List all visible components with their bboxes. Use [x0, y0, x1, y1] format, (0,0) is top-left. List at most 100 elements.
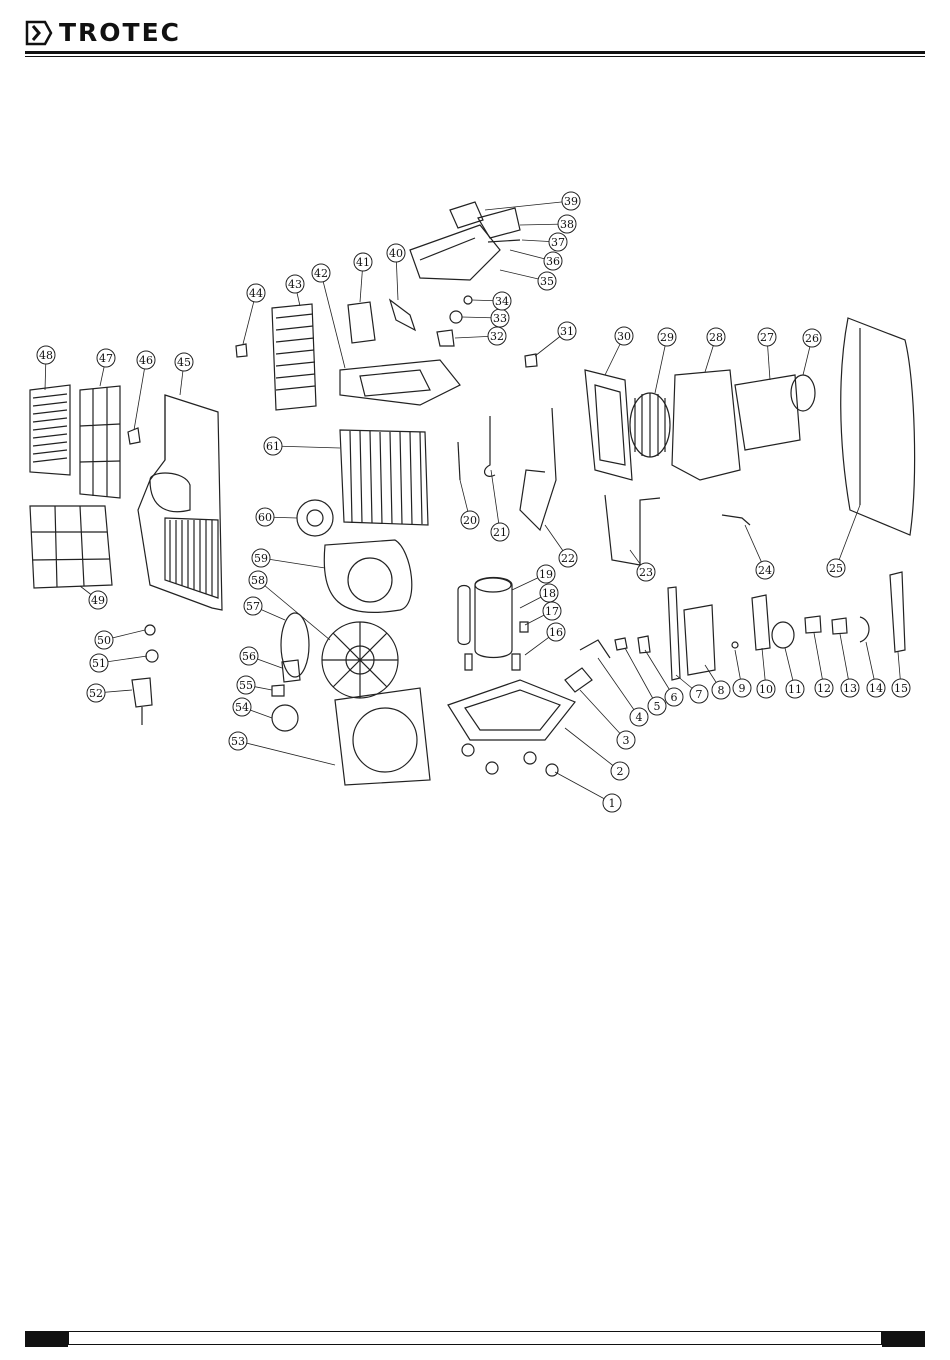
callout-number: 5: [654, 700, 661, 713]
callout-28: 28: [705, 328, 725, 372]
callout-number: 36: [546, 255, 560, 268]
callout-60: 60: [256, 508, 297, 526]
callout-number: 23: [639, 566, 653, 579]
part-drawing-front-panel: [841, 318, 915, 535]
part-drawing-display-board: [390, 300, 415, 330]
callout-32: 32: [455, 327, 506, 345]
part-drawing-blower-housing: [672, 370, 740, 480]
callout-37: 37: [522, 233, 567, 251]
part-drawing-grille: [30, 385, 70, 475]
brand-name: TROTEC: [59, 20, 181, 46]
part-drawing-fan-motor: [297, 500, 333, 536]
callout-27: 27: [758, 328, 776, 380]
callout-21: 21: [491, 470, 509, 541]
callout-17: 17: [525, 602, 561, 625]
callout-number: 44: [249, 287, 263, 300]
part-drawing-cable-24: [722, 515, 750, 525]
part-drawing-part-9: [732, 642, 738, 648]
part-drawing-condenser: [340, 430, 428, 525]
callout-number: 49: [91, 594, 105, 607]
callout-number: 32: [490, 330, 504, 343]
part-drawing-small-motor: [282, 660, 300, 682]
part-drawing-control-board: [348, 302, 375, 343]
leader-line: [580, 690, 626, 740]
part-drawing-top-chassis: [340, 360, 460, 405]
part-drawing-bar-7: [668, 587, 680, 680]
part-drawing-capillary: [485, 416, 495, 476]
callout-39: 39: [485, 192, 580, 210]
page-header: TROTEC: [0, 0, 950, 60]
callout-43: 43: [286, 275, 304, 306]
callout-number: 2: [617, 765, 624, 778]
part-drawing-part-13: [832, 618, 847, 634]
callout-number: 48: [39, 349, 53, 362]
callout-number: 14: [869, 682, 883, 695]
callout-number: 42: [314, 267, 328, 280]
callout-40: 40: [387, 244, 405, 300]
callout-number: 33: [493, 312, 507, 325]
header-rule-thick: [25, 51, 925, 54]
footer-bar: [68, 1331, 882, 1345]
part-drawing-filter-frame: [80, 386, 120, 498]
part-drawing-gear: [272, 705, 298, 731]
callout-number: 21: [493, 526, 507, 539]
callout-number: 56: [242, 650, 256, 663]
callout-number: 50: [97, 634, 111, 647]
leader-line: [625, 648, 657, 706]
callout-number: 25: [829, 562, 843, 575]
part-drawing-compressor: [458, 578, 512, 658]
callout-number: 61: [266, 440, 280, 453]
callout-10: 10: [757, 648, 775, 698]
callout-number: 43: [288, 278, 302, 291]
brand-logo: TROTEC: [25, 20, 181, 46]
callout-56: 56: [240, 647, 282, 668]
callout-48: 48: [37, 346, 55, 390]
callout-number: 28: [709, 331, 723, 344]
chevron-right-icon: [25, 20, 53, 46]
callout-30: 30: [605, 327, 633, 375]
callout-31: 31: [535, 322, 576, 356]
callout-number: 10: [759, 683, 773, 696]
callout-54: 54: [233, 698, 272, 718]
callout-61: 61: [264, 437, 340, 455]
leader-line: [134, 360, 146, 430]
callout-11: 11: [785, 648, 804, 698]
callout-number: 18: [542, 587, 556, 600]
page-footer: [25, 1331, 925, 1347]
callout-number: 40: [389, 247, 403, 260]
callout-number: 11: [788, 683, 802, 696]
part-drawing-capacitor: [772, 622, 794, 648]
leader-line: [261, 558, 325, 568]
callout-13: 13: [840, 634, 859, 697]
part-drawing-scroll-housing: [324, 540, 412, 612]
part-drawing-motor-26: [791, 375, 815, 411]
callout-33: 33: [462, 309, 509, 327]
callout-number: 27: [760, 331, 774, 344]
callout-number: 46: [139, 354, 153, 367]
callout-number: 54: [235, 701, 249, 714]
callout-52: 52: [87, 684, 132, 702]
callout-34: 34: [472, 292, 511, 310]
part-drawing-part-50: [145, 625, 155, 635]
callout-46: 46: [134, 351, 155, 430]
callout-number: 16: [549, 626, 563, 639]
part-drawing-duct: [735, 375, 800, 450]
callout-number: 6: [671, 691, 678, 704]
callout-number: 45: [177, 356, 191, 369]
part-drawing-pump: [565, 668, 592, 692]
leader-line: [565, 728, 620, 771]
callout-number: 57: [246, 600, 260, 613]
leader-line: [555, 772, 612, 803]
part-drawing-large-filter: [30, 506, 112, 588]
callout-5: 5: [625, 648, 666, 715]
part-drawing-handle: [478, 208, 520, 238]
callout-number: 59: [254, 552, 268, 565]
part-drawing-part-12: [805, 616, 821, 633]
callout-number: 7: [696, 688, 703, 701]
leader-line: [258, 580, 330, 640]
callout-23: 23: [630, 550, 655, 581]
part-drawing-sensor: [458, 442, 460, 480]
callout-36: 36: [510, 250, 562, 270]
part-drawing-axial-fan: [281, 613, 309, 677]
part-drawing-casters: [462, 744, 558, 776]
